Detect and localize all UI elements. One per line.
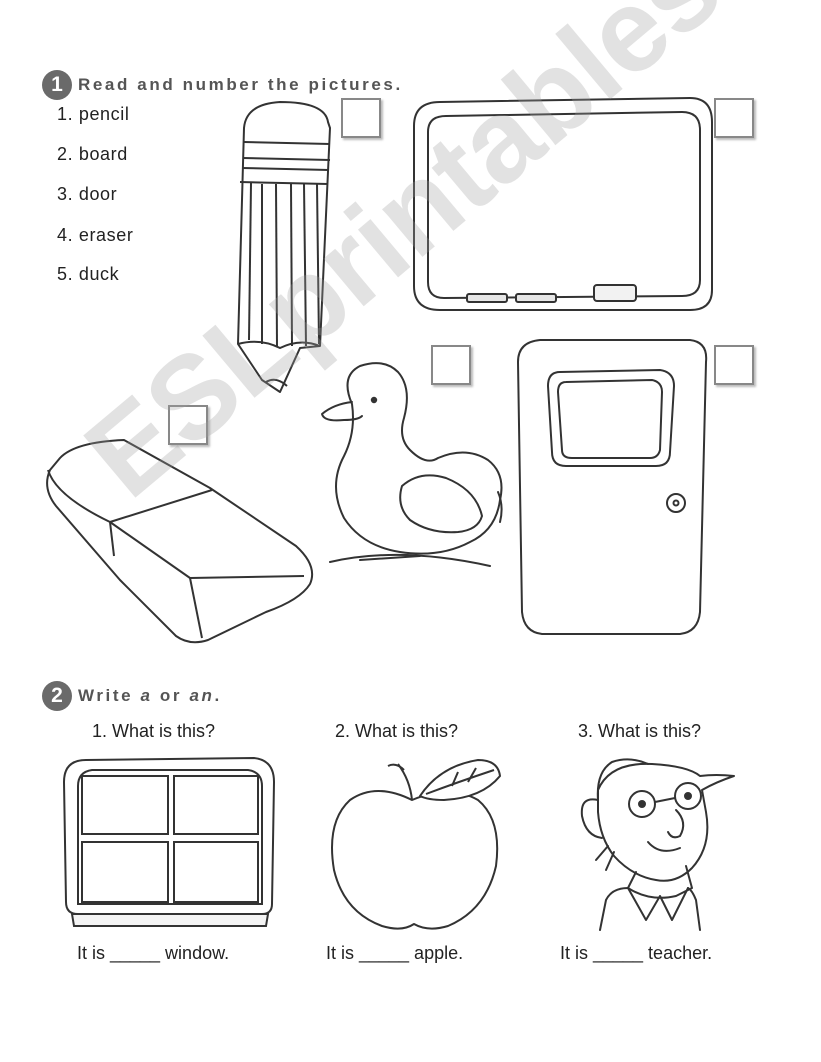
duck-answer-box[interactable] — [431, 345, 471, 385]
board-answer-box[interactable] — [714, 98, 754, 138]
section2-header: 2 Write a or an. — [42, 681, 222, 711]
word-text: pencil — [78, 104, 130, 124]
title-text: Write — [78, 686, 141, 705]
word-number: 1. — [57, 104, 74, 124]
word-list-item: 4. eraser — [57, 225, 133, 246]
question-3: 3. What is this? — [578, 721, 702, 741]
section1-header: 1 Read and number the pictures. — [42, 70, 403, 100]
word-text: eraser — [78, 225, 134, 245]
title-option-a: a — [140, 686, 153, 705]
section1-title: Read and number the pictures. — [78, 75, 403, 94]
eraser-answer-box[interactable] — [168, 405, 208, 445]
word-number: 5. — [57, 264, 74, 284]
word-text: duck — [78, 264, 120, 284]
word-number: 3. — [57, 184, 74, 204]
pencil-answer-box[interactable] — [341, 98, 381, 138]
question-2: 2. What is this? — [335, 721, 459, 741]
title-option-an: an — [189, 686, 215, 705]
word-list-item: 5. duck — [57, 264, 119, 285]
title-text: or — [152, 686, 190, 705]
answer-sentence-1: It is _____ window. — [77, 943, 230, 963]
word-list-item: 2. board — [57, 144, 128, 165]
answer-sentence-2: It is _____ apple. — [326, 943, 464, 963]
door-answer-box[interactable] — [714, 345, 754, 385]
word-text: board — [78, 144, 128, 164]
section2-title: Write a or an. — [78, 686, 222, 706]
word-list-item: 3. door — [57, 184, 117, 205]
section2-number-badge: 2 — [42, 681, 72, 711]
answer-sentence-3: It is _____ teacher. — [560, 943, 713, 963]
word-text: door — [78, 184, 118, 204]
question-1: 1. What is this? — [92, 721, 216, 741]
title-text: . — [214, 686, 222, 705]
word-number: 2. — [57, 144, 74, 164]
word-number: 4. — [57, 225, 74, 245]
section1-number-badge: 1 — [42, 70, 72, 100]
word-list-item: 1. pencil — [57, 104, 129, 125]
